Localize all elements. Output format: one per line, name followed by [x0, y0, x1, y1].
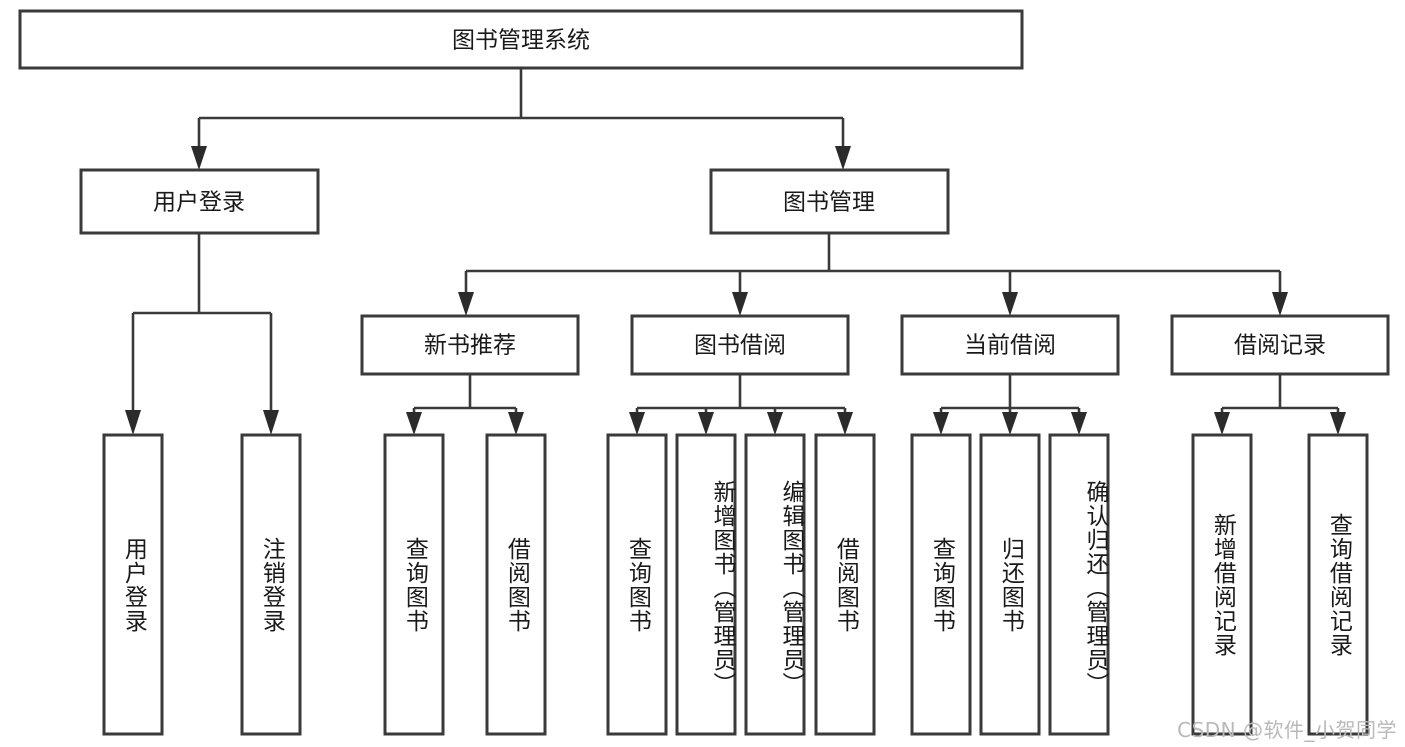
node-borrow-record[interactable]: 借阅记录	[1170, 314, 1390, 376]
leaf-borrow-record-1[interactable]	[1307, 433, 1369, 736]
node-current-borrow[interactable]: 当前借阅	[900, 314, 1120, 376]
node-borrow-record-label: 借阅记录	[1234, 333, 1326, 359]
leaf-book-borrow-1[interactable]	[675, 433, 737, 736]
node-root-label: 图书管理系统	[452, 28, 590, 54]
connector-root-to-level1	[191, 68, 851, 170]
node-book-borrow[interactable]: 图书借阅	[630, 314, 850, 376]
leaf-user-login-0[interactable]	[102, 433, 164, 736]
csdn-watermark: CSDN @软件_小贺同学	[1177, 718, 1397, 742]
node-user-login[interactable]: 用户登录	[79, 168, 320, 235]
leaf-new-book-0[interactable]	[383, 433, 445, 736]
leaf-user-login-1[interactable]	[240, 433, 302, 736]
connector-bookmgmt-to-level2	[458, 233, 1288, 316]
connector-bookborrow-to-leaves	[629, 374, 853, 435]
leaf-current-borrow-1[interactable]	[979, 433, 1041, 736]
leaf-new-book-1[interactable]	[485, 433, 547, 736]
connector-borrowrecord-to-leaves	[1214, 374, 1346, 435]
connector-currentborrow-to-leaves	[933, 374, 1087, 435]
node-current-borrow-label: 当前借阅	[964, 333, 1056, 359]
leaf-borrow-record-0[interactable]	[1191, 433, 1253, 736]
connector-newbook-to-leaves	[406, 374, 524, 435]
node-book-borrow-label: 图书借阅	[694, 333, 786, 359]
node-book-management-label: 图书管理	[783, 190, 875, 216]
leaf-current-borrow-0[interactable]	[910, 433, 972, 736]
node-new-book-recommend[interactable]: 新书推荐	[360, 314, 580, 376]
leaf-book-borrow-2[interactable]	[744, 433, 806, 736]
node-root[interactable]: 图书管理系统	[18, 9, 1024, 70]
node-book-management[interactable]: 图书管理	[709, 168, 950, 235]
leaf-book-borrow-0[interactable]	[606, 433, 668, 736]
leaf-book-borrow-3[interactable]	[814, 433, 876, 736]
node-user-login-label: 用户登录	[153, 190, 245, 216]
node-new-book-recommend-label: 新书推荐	[424, 333, 516, 359]
leaf-current-borrow-2[interactable]	[1048, 433, 1110, 736]
connector-userlogin-to-leaves	[125, 233, 279, 435]
